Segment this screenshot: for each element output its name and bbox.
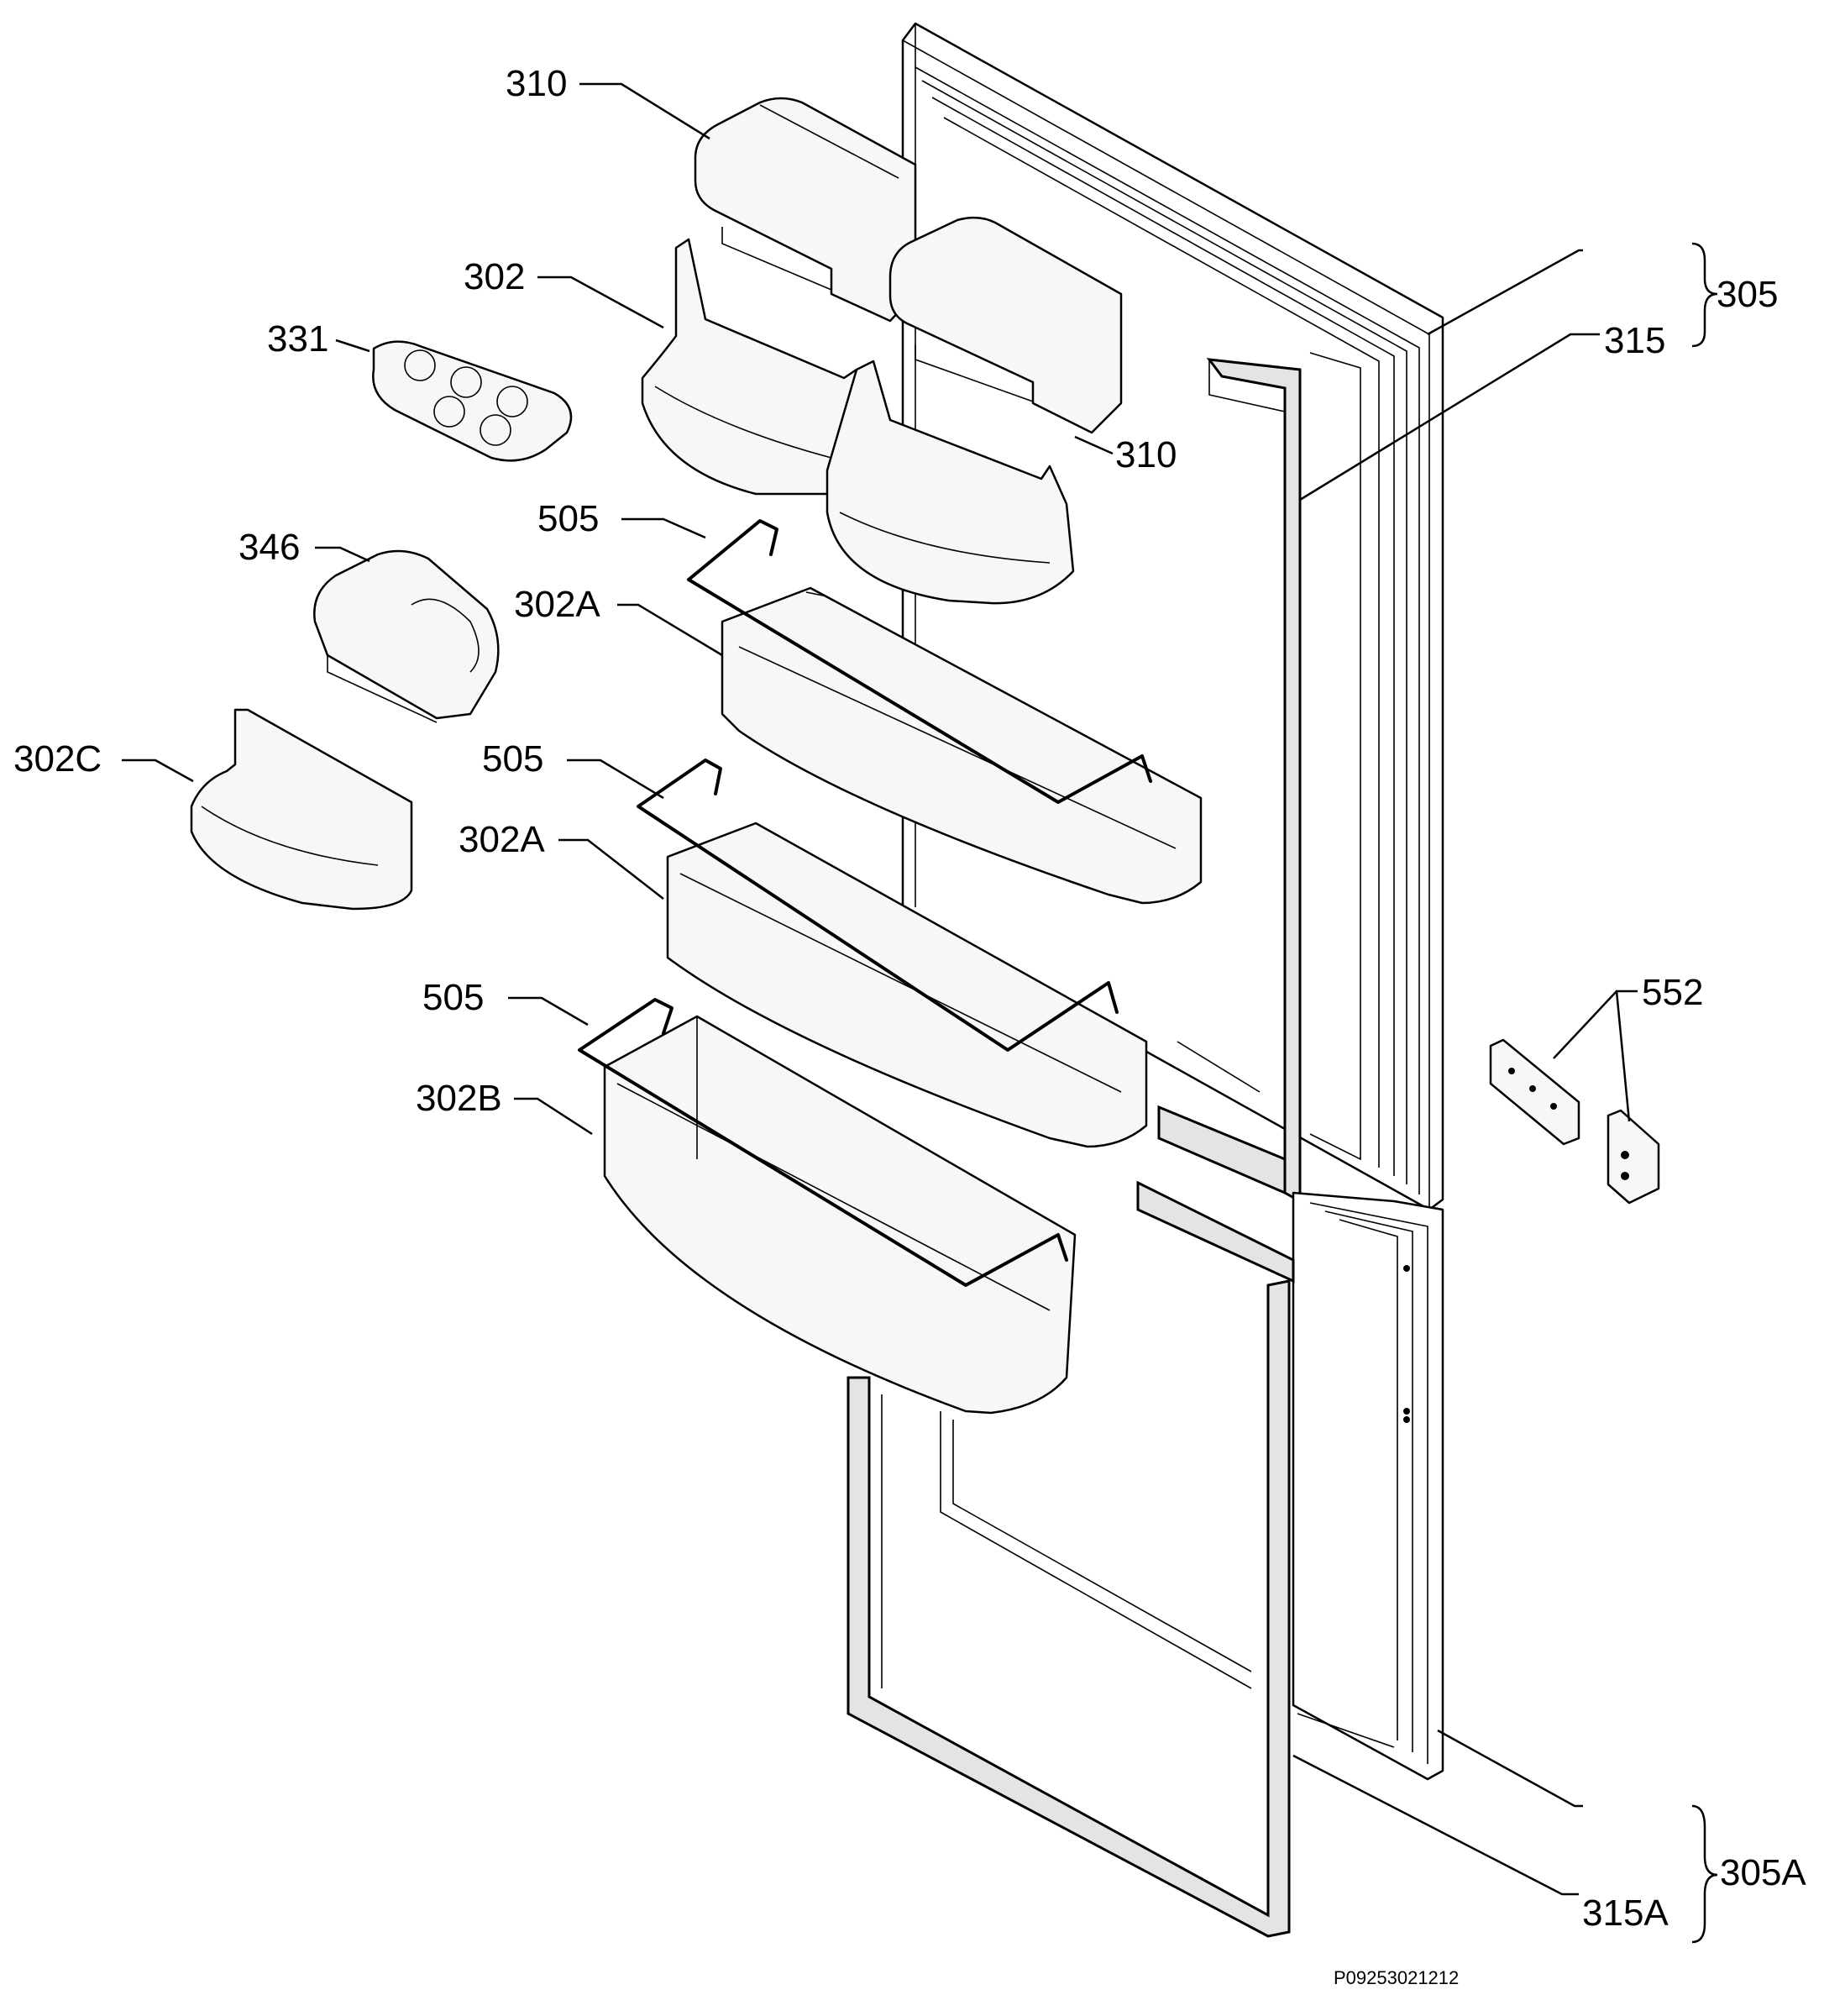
upper-gasket-315 (1157, 358, 1302, 1204)
label-505-3: 505 (422, 977, 484, 1018)
leader-lines (122, 82, 1718, 1944)
label-302b: 302B (416, 1078, 502, 1119)
label-305a: 305A (1720, 1852, 1806, 1893)
lower-gasket-315a (846, 1180, 1295, 1938)
dairy-cover-310-right (888, 216, 1123, 434)
hinge-bracket-552-a (1489, 1038, 1580, 1146)
hinge-bracket-552-b (1607, 1109, 1660, 1205)
wire-rail-505-3 (578, 998, 1068, 1287)
bottle-shelf-302b (603, 1015, 1077, 1415)
wire-rail-505-2 (637, 759, 1119, 1052)
label-305: 305 (1717, 274, 1778, 315)
drawing-id: P09253021212 (1334, 1967, 1459, 1988)
door-shelf-302c (190, 708, 413, 911)
label-505-2: 505 (482, 738, 543, 780)
label-505-1: 505 (537, 498, 599, 539)
dairy-cover-310-left (694, 97, 917, 323)
label-315: 315 (1604, 320, 1665, 361)
wire-rail-505-1 (687, 519, 1152, 804)
label-302: 302 (464, 256, 525, 297)
label-302a-1: 302A (514, 584, 600, 625)
label-331: 331 (267, 318, 328, 360)
label-302a-2: 302A (459, 819, 545, 860)
label-302c: 302C (13, 738, 102, 780)
label-310-right: 310 (1115, 434, 1177, 475)
egg-tray-331 (372, 340, 573, 462)
butter-box-346 (313, 549, 500, 723)
door-shelf-302-right (826, 360, 1075, 605)
label-346: 346 (238, 527, 300, 568)
label-552: 552 (1642, 972, 1703, 1013)
label-315a: 315A (1582, 1893, 1669, 1934)
label-310-top: 310 (506, 63, 567, 104)
lower-door-305a (1292, 1191, 1444, 1781)
